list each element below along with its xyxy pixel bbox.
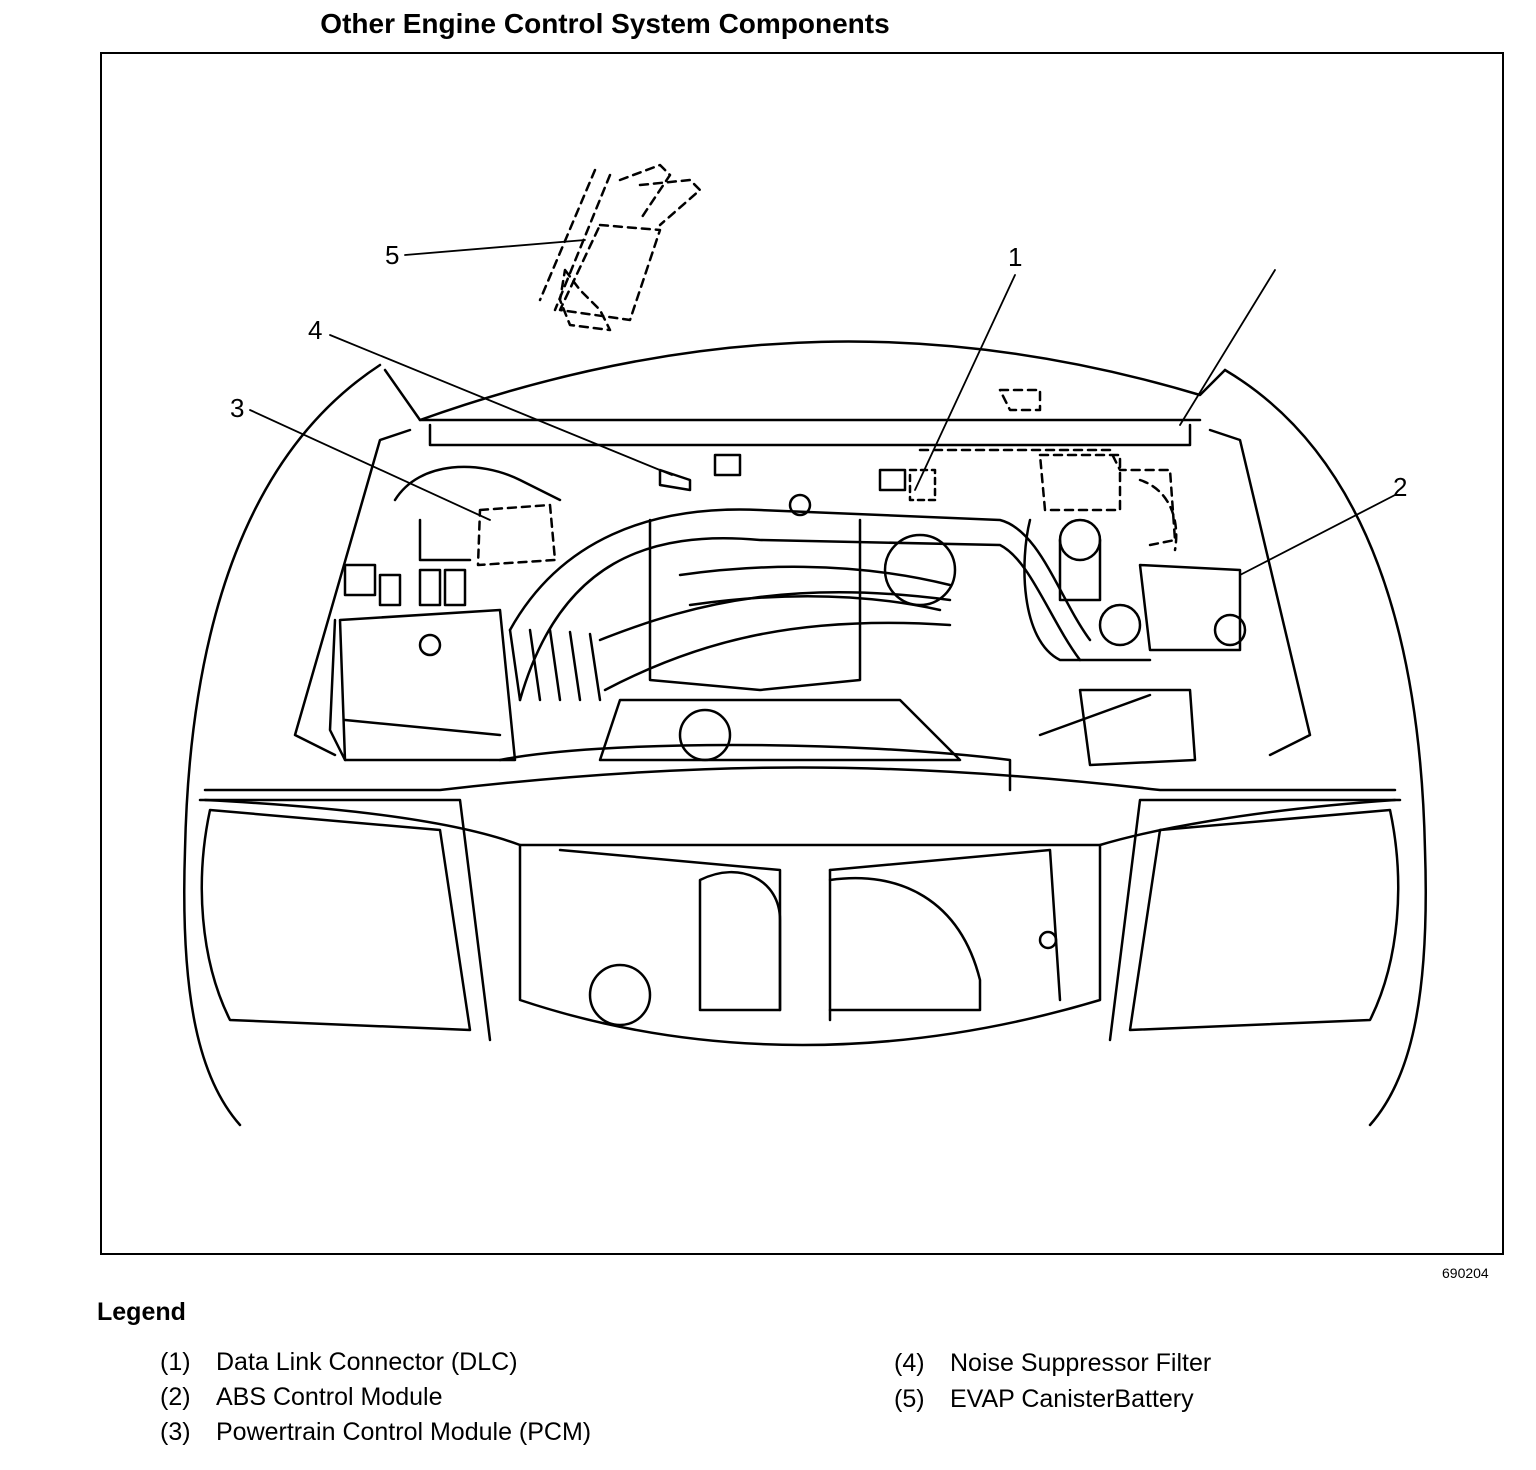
headlight-right <box>1108 798 1402 1042</box>
legend-item-5: (5) EVAP CanisterBattery <box>894 1385 1194 1414</box>
legend-num: (4) <box>894 1349 925 1377</box>
callout-2: 2 <box>1393 472 1408 502</box>
brake-reservoir <box>1023 518 1152 662</box>
battery <box>1138 563 1247 652</box>
legend-label: Powertrain Control Module (PCM) <box>216 1418 592 1446</box>
legend-item-3: (3) Powertrain Control Module (PCM) <box>160 1418 591 1447</box>
air-filter-box <box>328 608 517 762</box>
legend-num: (1) <box>160 1348 191 1376</box>
legend-item-2: (2) ABS Control Module <box>160 1383 443 1412</box>
vehicle-outline <box>183 340 1427 1127</box>
dlc-connector <box>878 468 937 502</box>
callout-4: 4 <box>308 315 323 345</box>
headlight-left <box>198 798 492 1042</box>
relay-blocks <box>343 563 467 607</box>
page-title: Other Engine Control System Components <box>320 8 890 39</box>
noise-suppressor <box>658 453 742 492</box>
engine-block <box>498 493 1012 792</box>
diagram-frame <box>100 52 1504 1255</box>
callout-5: 5 <box>385 240 400 270</box>
legend-label: EVAP CanisterBattery <box>950 1385 1194 1413</box>
cooling-fans <box>588 870 1058 1027</box>
figure-id: 690204 <box>1442 1265 1489 1281</box>
legend-label: Data Link Connector (DLC) <box>216 1348 518 1376</box>
callout-3: 3 <box>230 393 245 423</box>
radiator-support <box>203 766 1397 1047</box>
abs-module-outline <box>918 388 1178 552</box>
legend-num: (3) <box>160 1418 191 1446</box>
callout-1: 1 <box>1008 242 1023 272</box>
pcm-module <box>393 465 562 567</box>
intake-duct <box>508 508 1092 702</box>
coolant-reservoir <box>1038 688 1197 767</box>
legend-item-1: (1) Data Link Connector (DLC) <box>160 1348 518 1377</box>
legend-num: (2) <box>160 1383 191 1411</box>
callout-leaders <box>249 239 1396 576</box>
legend-num: (5) <box>894 1385 925 1413</box>
legend-label: ABS Control Module <box>216 1383 443 1411</box>
legend-item-4: (4) Noise Suppressor Filter <box>894 1349 1211 1378</box>
legend-heading: Legend <box>97 1298 186 1326</box>
evap-canister <box>538 163 702 332</box>
legend-label: Noise Suppressor Filter <box>950 1349 1212 1377</box>
